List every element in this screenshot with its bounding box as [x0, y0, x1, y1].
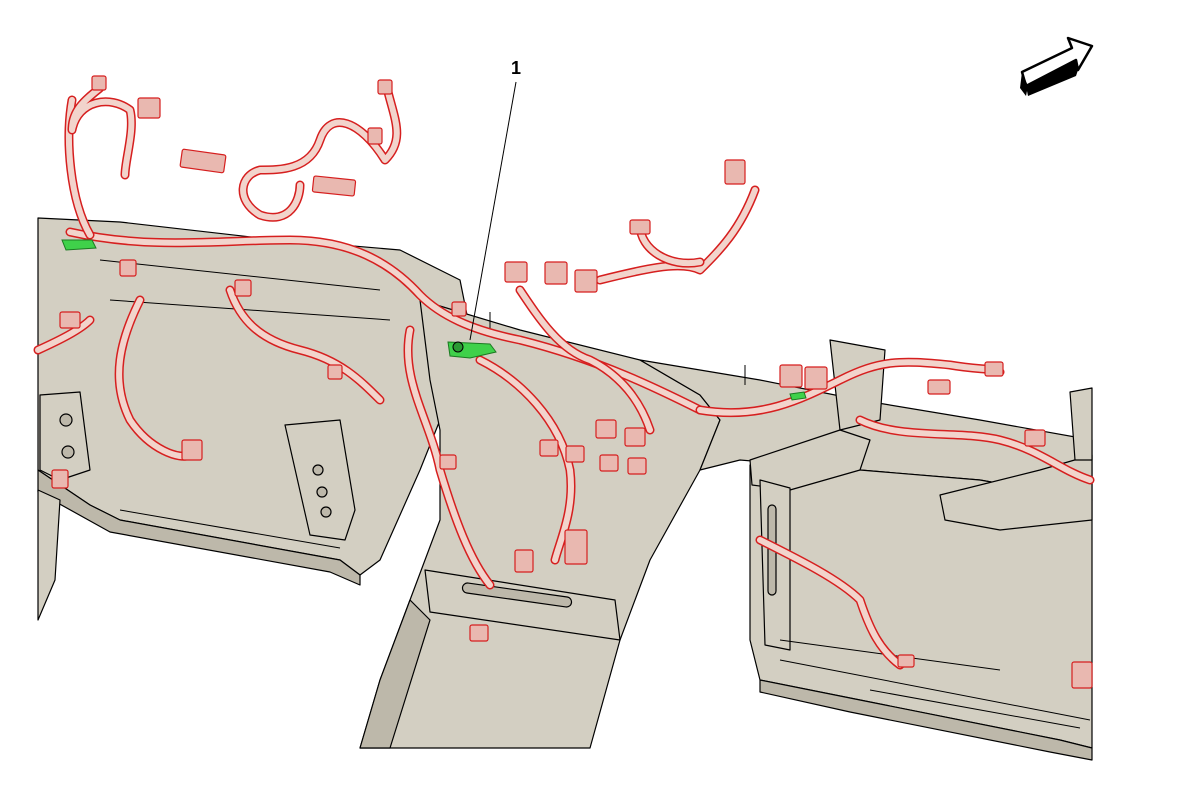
connector-icon	[629, 219, 651, 235]
callout-1: 1	[469, 58, 521, 341]
connector-icon	[367, 127, 383, 145]
bolt-icon	[320, 506, 332, 518]
far-right-post	[1069, 387, 1093, 461]
panel-detail-lines	[99, 259, 1091, 729]
connector-icon	[514, 549, 534, 573]
bolt-icon	[312, 464, 324, 476]
connector-icon	[181, 439, 203, 461]
connector-icon	[451, 301, 467, 317]
connector-icon	[119, 259, 137, 277]
connector-icon	[327, 364, 343, 380]
harness-branch-top-mid	[238, 87, 402, 222]
connector-icon	[624, 427, 646, 447]
connector-icon	[574, 269, 598, 293]
connector-icon	[1071, 661, 1093, 689]
connector-icon	[897, 654, 915, 668]
connector-icon	[564, 529, 588, 565]
cross-car-beam	[37, 217, 1093, 761]
right-ground-highlight	[789, 391, 807, 401]
connector-icon	[179, 148, 227, 174]
left-mount-bracket	[284, 419, 356, 541]
wiring-harness	[33, 75, 1095, 689]
connector-icon	[779, 364, 803, 388]
front-direction-arrow-icon	[1020, 36, 1094, 96]
bolt-icon	[59, 413, 73, 427]
connector-icon	[627, 457, 647, 475]
connector-icon	[439, 454, 457, 470]
connector-icon	[565, 445, 585, 463]
left-ground-highlight	[61, 239, 97, 251]
connector-icon	[234, 279, 252, 297]
ground-bolt	[447, 341, 497, 359]
connector-icon	[599, 454, 619, 472]
left-dash-shadow	[37, 469, 361, 586]
connector-icon	[927, 379, 951, 395]
right-vertical-bracket	[829, 339, 886, 431]
connector-icon	[504, 261, 528, 283]
ground-bolt-icon	[452, 341, 464, 353]
connector-icon	[469, 624, 489, 642]
connector-icon	[984, 361, 1004, 377]
connector-icon	[804, 366, 828, 390]
connector-icon	[544, 261, 568, 285]
bolt-icon	[61, 445, 75, 459]
far-right-bracket	[939, 454, 1093, 531]
connector-icon	[91, 75, 107, 91]
connector-icon	[137, 97, 161, 119]
callout-leader-line	[469, 81, 517, 341]
left-side-bracket	[39, 391, 91, 481]
center-column-side	[359, 599, 431, 749]
connector-icon	[724, 159, 746, 185]
connector-icon	[595, 419, 617, 439]
bolt-icon	[316, 486, 328, 498]
callout-label: 1	[511, 58, 521, 78]
connector-icon	[377, 79, 393, 95]
connector-icon	[311, 175, 357, 197]
left-lower-curtain	[37, 489, 61, 621]
connector-icon	[539, 439, 559, 457]
connector-icon	[1024, 429, 1046, 447]
right-dash-shadow	[759, 679, 1093, 761]
connector-icon	[51, 469, 69, 489]
connector-icon	[59, 311, 81, 329]
